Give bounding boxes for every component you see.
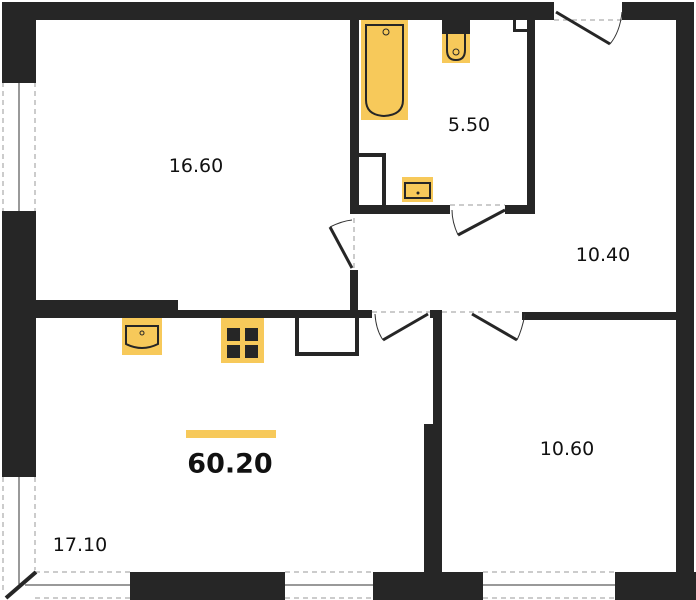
room-area-label: 16.60: [168, 155, 224, 177]
doors: [328, 10, 623, 342]
bathtub-icon: [361, 20, 408, 120]
window-panes: [18, 82, 615, 586]
room-area-label: 10.40: [575, 244, 631, 266]
room-area-label: 10.60: [539, 438, 595, 460]
total-area-accent-bar: [186, 430, 276, 438]
total-area-label: 60.20: [187, 448, 273, 480]
toilet-icon: [442, 20, 470, 63]
stove-icon: [221, 318, 264, 363]
windows: [2, 82, 615, 599]
room-area-label: 5.50: [447, 114, 491, 136]
room-area-label: 17.10: [52, 534, 108, 556]
bathroom-sink-icon: [402, 177, 433, 202]
balcony-door-icon: [4, 570, 38, 600]
kitchen-sink-icon: [122, 318, 162, 355]
